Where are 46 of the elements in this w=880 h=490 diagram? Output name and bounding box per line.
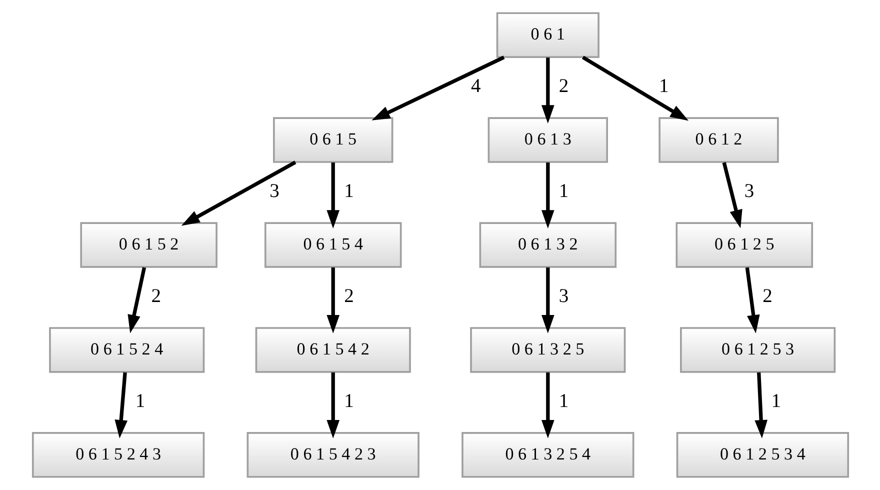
arrow xyxy=(540,58,554,124)
edge-label: 1 xyxy=(344,391,354,412)
arrow xyxy=(326,372,340,438)
edge-label: 4 xyxy=(470,76,480,98)
node-box: 0 6 1 xyxy=(496,12,599,58)
arrow xyxy=(754,372,767,438)
arrow xyxy=(722,162,742,228)
arrow xyxy=(371,56,504,120)
node-box: 0 6 1 2 5 3 4 xyxy=(676,432,849,478)
node-box: 0 6 1 2 xyxy=(658,117,778,163)
arrow xyxy=(540,372,554,438)
node-box: 0 6 1 3 2 xyxy=(478,222,616,268)
node-box: 0 6 1 5 2 4 xyxy=(48,327,204,373)
arrow xyxy=(540,267,554,334)
node-box: 0 6 1 5 2 xyxy=(80,222,217,268)
edge-label: 1 xyxy=(134,391,145,412)
node-box: 0 6 1 3 2 5 xyxy=(470,327,626,373)
node-box: 0 6 1 5 4 2 3 xyxy=(246,432,419,478)
node-box: 0 6 1 3 xyxy=(487,117,608,163)
edge-label: 3 xyxy=(269,181,279,202)
node-box: 0 6 1 5 4 2 xyxy=(254,327,410,373)
arrow xyxy=(326,267,340,334)
node-box: 0 6 1 3 2 5 4 xyxy=(461,432,634,478)
edge-label: 1 xyxy=(344,181,354,202)
edge-label: 2 xyxy=(762,286,772,308)
edge-label: 1 xyxy=(658,76,668,98)
edge-label: 2 xyxy=(558,76,568,98)
arrow xyxy=(114,372,128,438)
edge-label: 1 xyxy=(770,391,780,412)
node-box: 0 6 1 2 5 xyxy=(675,222,813,268)
node-box: 0 6 1 2 5 3 xyxy=(680,327,836,373)
edge-label: 2 xyxy=(150,286,161,308)
edge-label: 1 xyxy=(558,391,568,412)
arrow xyxy=(744,267,760,334)
node-box: 0 6 1 5 xyxy=(272,117,393,163)
arrow xyxy=(581,56,688,121)
edge-label: 1 xyxy=(558,181,568,202)
node-box: 0 6 1 5 4 xyxy=(264,222,402,268)
arrow xyxy=(540,162,554,228)
arrow xyxy=(326,162,340,228)
edge-label: 3 xyxy=(558,286,568,308)
edge-label: 3 xyxy=(744,181,754,202)
arrow xyxy=(127,267,146,334)
arrow xyxy=(180,160,296,226)
edge-label: 2 xyxy=(344,286,354,308)
node-box: 0 6 1 5 2 4 3 xyxy=(31,432,204,478)
